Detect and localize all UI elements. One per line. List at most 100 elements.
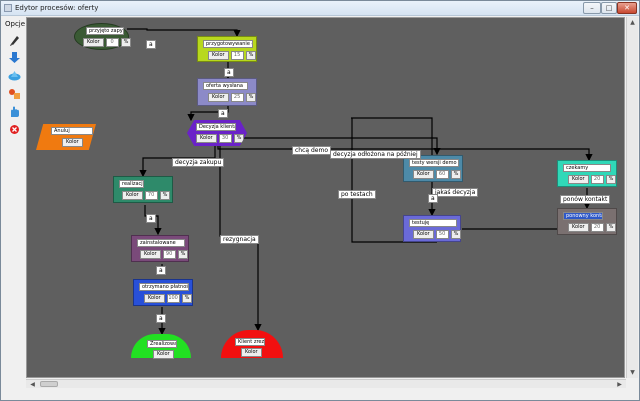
edge-label[interactable]: a xyxy=(146,40,156,49)
node-testuje[interactable]: testuję Kolor 50 % xyxy=(403,215,462,242)
color-button[interactable]: Kolor xyxy=(208,93,229,102)
progress-input[interactable]: 20 xyxy=(590,223,604,232)
progress-input[interactable]: 90 xyxy=(162,250,176,259)
node-czekamy[interactable]: czekamy Kolor 20 % xyxy=(557,160,617,187)
process-canvas[interactable]: przyjęto zapytanie Kolor 0 % przygotowyw… xyxy=(26,17,625,378)
tool-sidebar: Opcje xyxy=(3,17,25,389)
progress-input[interactable]: 100 xyxy=(166,294,180,303)
sidebar-title: Opcje xyxy=(5,20,26,28)
node-label[interactable]: testuję xyxy=(409,219,457,227)
color-button[interactable]: Kolor xyxy=(568,223,589,232)
color-button[interactable]: Kolor xyxy=(208,51,229,60)
edge-label[interactable]: jakaś decyzja xyxy=(432,188,479,197)
edge-label[interactable]: decyzja zakupu xyxy=(172,158,225,167)
edge-label[interactable]: a xyxy=(156,266,166,275)
node-label[interactable]: przygotowywanie oferty xyxy=(203,40,253,48)
color-button[interactable]: Kolor xyxy=(568,175,589,184)
node-label[interactable]: przyjęto zapytanie xyxy=(86,27,124,35)
color-button[interactable]: Kolor xyxy=(140,250,161,259)
color-button[interactable]: Kolor xyxy=(83,38,104,47)
node-realizacja[interactable]: realizacja Kolor 70 % xyxy=(113,176,173,203)
node-label[interactable]: ponowny kontakt xyxy=(563,212,603,220)
percent-button[interactable]: % xyxy=(181,294,193,303)
horizontal-scrollbar[interactable]: ◀ ▶ xyxy=(26,379,626,388)
edge-label[interactable]: rezygnacja xyxy=(220,235,259,244)
color-button[interactable]: Kolor xyxy=(196,134,217,143)
arrow-down-tool-icon[interactable] xyxy=(8,51,21,64)
node-label[interactable]: testy wersji demo xyxy=(409,159,459,167)
progress-input[interactable]: 0 xyxy=(105,38,119,47)
node-ponowny-kontakt[interactable]: ponowny kontakt Kolor 20 % xyxy=(557,208,617,235)
color-button[interactable]: Kolor xyxy=(144,294,165,303)
edge-label[interactable]: a xyxy=(218,109,228,118)
node-label[interactable]: czekamy xyxy=(563,164,611,172)
node-label[interactable]: otrzymano płatność xyxy=(139,283,189,291)
edge-label[interactable]: a xyxy=(156,314,166,323)
status-bar xyxy=(1,389,639,400)
progress-input[interactable]: 25 xyxy=(230,93,244,102)
edge-label[interactable]: chcą demo xyxy=(292,146,331,155)
color-button[interactable]: Kolor xyxy=(122,191,143,200)
node-label[interactable]: zainstalowane xyxy=(137,239,185,247)
node-przygotowywanie-oferty[interactable]: przygotowywanie oferty Kolor 15 % xyxy=(197,36,257,62)
node-testy-wersji-demo[interactable]: testy wersji demo Kolor 60 % xyxy=(403,155,463,182)
percent-button[interactable]: % xyxy=(177,250,189,259)
node-label[interactable]: Zrealizowane xyxy=(147,340,177,348)
paint-tool-icon[interactable] xyxy=(8,87,21,100)
close-button[interactable]: ✕ xyxy=(617,2,637,14)
progress-input[interactable]: 30 xyxy=(218,134,232,143)
scroll-down-icon[interactable]: ▼ xyxy=(630,369,635,376)
node-otrzymano-platnosc[interactable]: otrzymano płatność Kolor 100 % xyxy=(133,279,193,306)
percent-button[interactable]: % xyxy=(245,93,257,102)
color-button[interactable]: Kolor xyxy=(241,348,262,357)
color-button[interactable]: Kolor xyxy=(413,230,434,239)
scroll-right-icon[interactable]: ▶ xyxy=(617,381,622,388)
progress-input[interactable]: 70 xyxy=(144,191,158,200)
node-zrealizowane[interactable]: Zrealizowane Kolor xyxy=(131,334,191,359)
hand-tool-icon[interactable] xyxy=(8,105,21,118)
node-label[interactable]: Klient zrezygn xyxy=(235,338,265,346)
progress-input[interactable]: 15 xyxy=(230,51,244,60)
percent-button[interactable]: % xyxy=(450,170,462,179)
scroll-up-icon[interactable]: ▲ xyxy=(630,19,635,26)
percent-button[interactable]: % xyxy=(605,223,617,232)
edge-label[interactable]: decyzja odłożona na później xyxy=(330,150,421,159)
edge-label[interactable]: po testach xyxy=(338,190,376,199)
node-decyzja-klienta[interactable]: Decyzja klienta Kolor 30 % xyxy=(187,120,247,146)
shapes-tool-icon[interactable] xyxy=(8,69,21,82)
color-button[interactable]: Kolor xyxy=(413,170,434,179)
node-anuluj[interactable]: Anuluj Kolor xyxy=(36,124,96,150)
node-label[interactable]: realizacja xyxy=(119,180,144,188)
color-button[interactable]: Kolor xyxy=(62,138,83,147)
vertical-scrollbar[interactable]: ▲ ▼ xyxy=(626,17,638,378)
progress-input[interactable]: 60 xyxy=(435,170,449,179)
delete-tool-icon[interactable] xyxy=(8,123,21,136)
node-label[interactable]: Anuluj xyxy=(51,127,93,135)
node-oferta-wyslana[interactable]: oferta wysłana Kolor 25 % xyxy=(197,78,257,106)
maximize-button[interactable]: □ xyxy=(601,2,617,14)
percent-button[interactable]: % xyxy=(120,38,132,47)
percent-button[interactable]: % xyxy=(605,175,617,184)
percent-button[interactable]: % xyxy=(233,134,245,143)
node-label[interactable]: Decyzja klienta xyxy=(196,123,236,131)
percent-button[interactable]: % xyxy=(450,230,462,239)
progress-input[interactable]: 50 xyxy=(435,230,449,239)
progress-input[interactable]: 20 xyxy=(590,175,604,184)
scroll-thumb[interactable] xyxy=(40,381,58,387)
node-przyjeto-zapytanie[interactable]: przyjęto zapytanie Kolor 0 % xyxy=(74,23,132,50)
percent-button[interactable]: % xyxy=(159,191,171,200)
scroll-left-icon[interactable]: ◀ xyxy=(30,381,35,388)
percent-button[interactable]: % xyxy=(245,51,257,60)
node-label[interactable]: oferta wysłana xyxy=(203,82,248,90)
window-title: Edytor procesów: oferty xyxy=(15,4,99,12)
edge-label[interactable]: a xyxy=(224,68,234,77)
edge-label[interactable]: ponów kontakt xyxy=(560,195,611,204)
title-bar: Edytor procesów: oferty – □ ✕ xyxy=(1,1,639,16)
pen-tool-icon[interactable] xyxy=(8,33,21,46)
edge-label[interactable]: a xyxy=(146,214,156,223)
color-button[interactable]: Kolor xyxy=(153,350,174,359)
node-zainstalowane[interactable]: zainstalowane Kolor 90 % xyxy=(131,235,189,262)
minimize-button[interactable]: – xyxy=(583,2,601,14)
edge-label[interactable]: a xyxy=(428,194,438,203)
